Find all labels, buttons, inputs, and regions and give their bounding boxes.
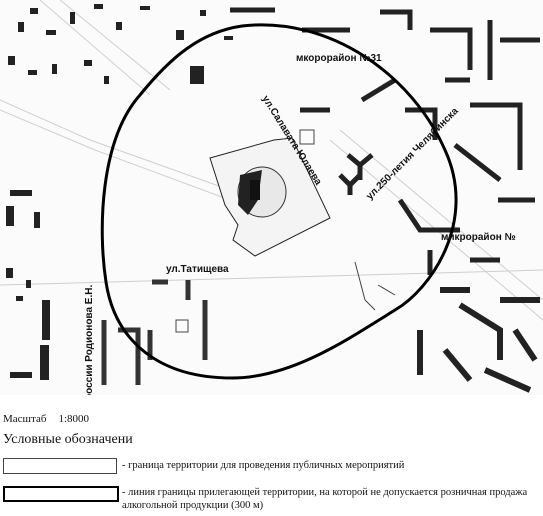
- legend-title: Условные обозначени: [3, 432, 133, 447]
- scale-label: Масштаб: [3, 413, 47, 425]
- scale: Масштаб 1:8000: [3, 413, 89, 425]
- buildings-left: [6, 4, 233, 380]
- legend-item-text: - линия границы прилегающей территории, …: [122, 487, 528, 511]
- label-tatishcheva: ул.Татищева: [166, 264, 229, 275]
- legend-item-text: - граница территории для проведения публ…: [122, 460, 405, 471]
- map: мкорорайон №31 микрорайон № ул.Салавата …: [0, 0, 543, 395]
- label-microdistrict-31: мкорорайон №31: [296, 53, 382, 64]
- buildings-lower-left: [101, 279, 208, 385]
- event-territory: [209, 137, 331, 257]
- label-microdistrict-2: микрорайон №: [441, 232, 516, 243]
- inner-structures: [175, 129, 396, 333]
- label-rodionova: россии Родионова Е.Н.: [84, 285, 95, 395]
- boundary-line-swatch: [3, 486, 119, 502]
- alcohol-boundary-line: [100, 23, 458, 380]
- buildings-lower-right: [417, 287, 540, 393]
- event-territory-swatch: [3, 458, 117, 474]
- scale-value: 1:8000: [58, 413, 89, 425]
- star-buildings: [338, 153, 374, 195]
- background-roads: [0, 0, 543, 321]
- buildings-right: [230, 7, 540, 275]
